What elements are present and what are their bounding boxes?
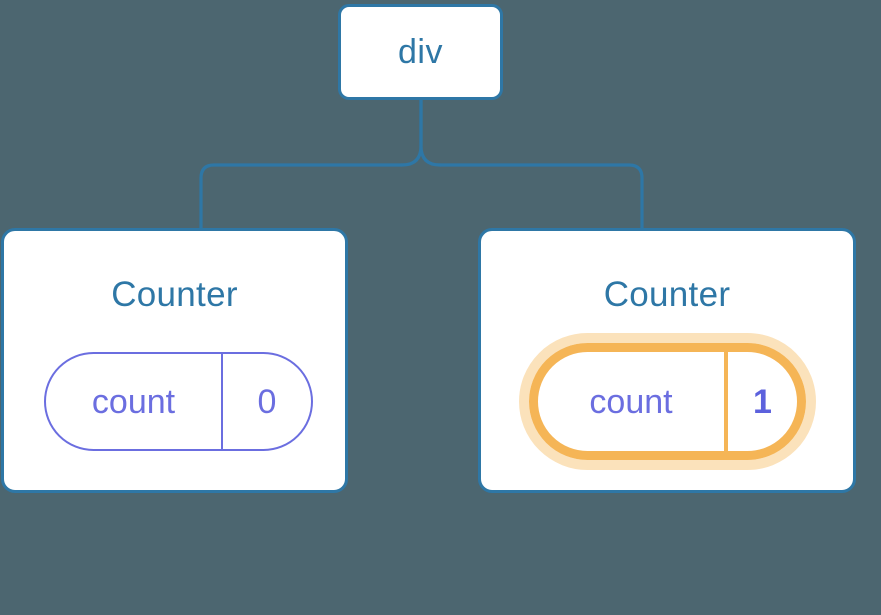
root-node-div[interactable]: div — [338, 4, 503, 100]
state-pill-count-right-highlighted[interactable]: count 1 — [519, 333, 816, 470]
state-pill-key-cell: count — [46, 354, 223, 449]
state-value-label: 1 — [753, 382, 772, 421]
edge-to-counter-left — [199, 163, 404, 230]
state-pill-key-cell: count — [538, 352, 728, 451]
state-key-label: count — [589, 382, 673, 421]
highlight-ring: count 1 — [529, 343, 806, 460]
component-card-counter-left[interactable]: Counter count 0 — [1, 228, 348, 493]
component-card-counter-right[interactable]: Counter count 1 — [478, 228, 856, 493]
highlight-glow-ring — [519, 333, 816, 470]
diagram-canvas: div Counter count 0 Counter count 1 — [1, 4, 856, 493]
component-title: Counter — [603, 275, 731, 314]
root-node-label: div — [398, 33, 443, 71]
state-pill-value-cell: 0 — [223, 354, 311, 449]
edge-stem-right — [419, 98, 442, 167]
state-pill-value-cell: 1 — [728, 352, 797, 451]
state-pill-count-left[interactable]: count 0 — [44, 352, 313, 451]
edge-stem-left — [400, 98, 423, 167]
edge-to-counter-right — [438, 163, 644, 230]
state-value-label: 0 — [257, 382, 277, 421]
state-key-label: count — [91, 382, 176, 421]
component-title: Counter — [111, 275, 238, 314]
